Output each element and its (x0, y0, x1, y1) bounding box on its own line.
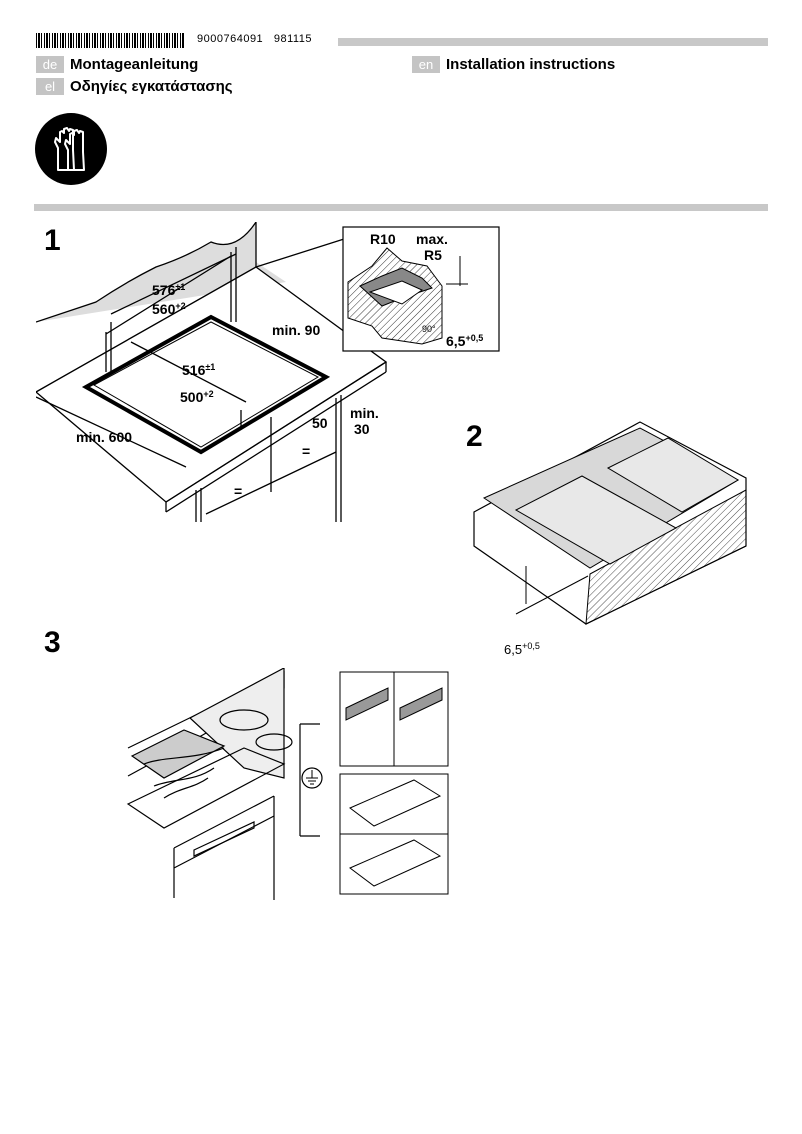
step-number-3: 3 (44, 626, 61, 659)
figure-2-worktop-diagram: 6,5+0,5 (473, 421, 747, 657)
figure-3-electrical-connection (126, 668, 449, 900)
dim-min600: min. 600 (76, 429, 132, 445)
title-de-text: Montageanleitung (70, 56, 199, 73)
max-label: max. (416, 231, 448, 247)
lang-tag-el: el (36, 78, 64, 95)
figure-1-corner-detail: R10 max. R5 90° 6,5+0,5 (342, 226, 500, 352)
dim-min90: min. 90 (272, 322, 320, 338)
part-number: 9000764091 (197, 33, 264, 45)
equal-mark-2: = (234, 483, 242, 499)
depth-65-fig2: 6,5+0,5 (504, 641, 540, 657)
header-rule (338, 38, 768, 46)
dim-576: 576±1 (152, 282, 185, 298)
ground-symbol-icon (306, 770, 318, 785)
dim-min30-a: min. (350, 405, 379, 421)
dim-500: 500+2 (180, 389, 214, 405)
angle-90: 90° (422, 324, 436, 334)
title-en: en Installation instructions (412, 56, 615, 73)
title-el-text: Οδηγίες εγκατάστασης (70, 78, 233, 95)
equal-mark-1: = (302, 443, 310, 459)
section-rule (34, 204, 768, 211)
figure-1-cutout-diagram: 576±1 560+2 516±1 500+2 min. 90 min. 600… (36, 222, 388, 522)
dim-min30-b: 30 (354, 421, 370, 437)
lang-tag-en: en (412, 56, 440, 73)
date-code: 981115 (273, 33, 312, 45)
title-el: el Οδηγίες εγκατάστασης (36, 78, 233, 95)
depth-65: 6,5+0,5 (446, 333, 483, 349)
dim-516: 516±1 (182, 362, 215, 378)
radius-r5: R5 (424, 247, 442, 263)
title-en-text: Installation instructions (446, 56, 616, 73)
barcode (36, 33, 184, 48)
title-de: de Montageanleitung (36, 56, 198, 73)
step-number-2: 2 (466, 420, 483, 453)
radius-r10: R10 (370, 231, 396, 247)
dim-560: 560+2 (152, 301, 186, 317)
protective-gloves-icon (35, 113, 107, 185)
dim-50: 50 (312, 415, 328, 431)
step-number-1: 1 (44, 224, 61, 257)
lang-tag-de: de (36, 56, 64, 73)
document-code: 9000764091 981115 (197, 33, 312, 45)
